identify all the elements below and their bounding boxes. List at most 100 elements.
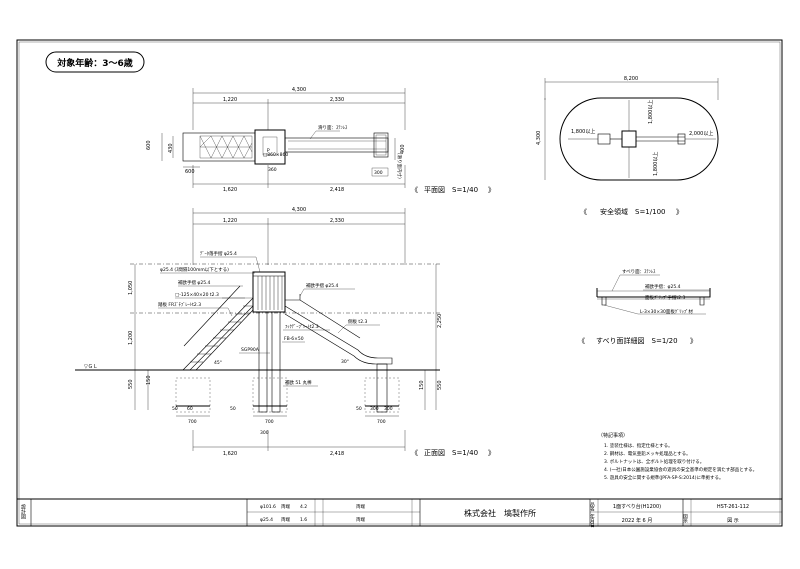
note-3: 3. ボルトナットは、全ボルト処理を取り付ける。 (604, 458, 704, 465)
front-dim-r-a: 2,250 (437, 314, 443, 328)
svg-text:《: 《 (411, 449, 418, 457)
spec-r2-a: φ25.4 (260, 517, 273, 523)
foot-dim-w3: 700 (377, 419, 386, 425)
notes-heading: （特記事項） (598, 432, 628, 439)
plan-slide-face: 滑り面：ｽﾃﾝﾚｽ (318, 124, 348, 131)
note-4: 4. (一社)日本公園施設業協会の遊具の安全基準の規定を満たす部品とする。 (604, 466, 757, 473)
plan-dim-e: 300 (374, 170, 383, 176)
item-name: 1面すべり台(H1200) (613, 503, 661, 510)
item-label: 品名 (590, 502, 595, 512)
slide-detail-label-4: L-3×30×30面板ｸﾞﾘｯﾌﾟ材 (640, 308, 693, 315)
foot-dim-s3: 300 (384, 406, 393, 412)
svg-text:》: 》 (676, 208, 683, 216)
safety-area-title: 安全領域 S=1/100 (600, 207, 665, 216)
company-name: 株式会社 塙製作所 (464, 508, 536, 518)
plan-view: 4,300 1,220 2,330 □860×860 Ｐ 滑り面：ｽﾃﾝﾚｽ （… (146, 87, 495, 194)
slide-detail-label-3: 面板ｸﾞﾘｯﾌﾟ手摺t2.3 (645, 294, 686, 301)
foot-dim-c: 50 (230, 406, 236, 412)
safety-dim-width: 8,200 (624, 76, 638, 82)
safety-dim-right: 2,000以上 (689, 130, 713, 137)
front-label-l1: ﾃﾞｰﾀ落手摺 φ25.4 (200, 250, 237, 257)
front-label-l13: 補欧 51 丸棒 (285, 379, 312, 386)
spec-r1-c: 4.2 (300, 504, 307, 510)
front-label-l12: 30° (341, 359, 349, 365)
plan-slide-width: （滑り面内寸） (396, 150, 403, 182)
scale-value: 図 示 (727, 518, 739, 524)
safety-dim-bottom: 1,800以上 (652, 152, 659, 176)
plan-dim-left: 1,220 (223, 97, 237, 103)
svg-text:》: 》 (488, 449, 495, 457)
plan-deck-label: Ｐ (266, 148, 271, 154)
plan-dim-bottom-right: 2,418 (330, 187, 344, 193)
front-label-l6: 補欧手摺 φ25.4 (306, 282, 339, 289)
foot-dim-b: 60 (187, 406, 193, 412)
front-dim-l-a: 1,050 (128, 281, 134, 295)
front-label-l11: 45° (214, 360, 222, 366)
front-dim-total: 4,300 (292, 207, 306, 213)
front-dim-l-c: 550 (128, 379, 134, 389)
plan-view-title: 《 (411, 186, 418, 194)
title-block: 設計図 φ101.6 両端 4.2 両端 φ25.4 両端 1.6 両端 株式会… (17, 498, 782, 529)
note-5: 5. 遊具の安全に関する規準(JPFA-SP-S:2014)に準拠する。 (604, 474, 723, 481)
spec-r2-b: 両端 (281, 516, 290, 523)
drawing-number: HST-261-112 (717, 504, 749, 510)
plan-dim-b: 430 (168, 143, 174, 153)
front-dim-bottom-right: 2,418 (330, 451, 344, 457)
front-label-l2: φ25.4 (ｽ間隔100mm以下とする) (160, 266, 229, 273)
plan-view-title-text: 平面図 S=1/40 (424, 186, 478, 194)
foot-dim-w1: 700 (188, 419, 197, 425)
front-label-l5: 踏板 FRｽﾞﾁﾌﾞﾚｰﾄt2.3 (158, 301, 201, 308)
safety-dim-height: 4,300 (536, 131, 542, 145)
front-label-l8: 側板 t2.3 (348, 318, 367, 325)
front-label-l4: □-125×40×20 t2.3 (175, 292, 219, 298)
foot-dim-s2: 300 (370, 406, 379, 412)
svg-text:《: 《 (580, 208, 587, 216)
slide-detail-title: すべり面詳細図 S=1/20 (596, 336, 678, 345)
plan-dim-right: 2,330 (330, 97, 344, 103)
foot-dim-g: 50 (356, 406, 362, 412)
front-dim-r-b: 550 (437, 380, 443, 390)
front-dim-left: 1,220 (223, 218, 237, 224)
front-dim-right: 2,330 (330, 218, 344, 224)
sheet-border (16, 39, 783, 527)
front-label-l3: 補欧手摺 φ25.4 (178, 279, 211, 286)
plan-dim-c: 600 (185, 169, 195, 175)
age-badge: 対象年齢：3〜6歳 (45, 51, 145, 73)
plan-dim-f: 360 (268, 167, 277, 173)
foot-dim-w2: 700 (265, 419, 274, 425)
note-1: 1. 塗装仕様は、指定仕様とする。 (604, 442, 673, 449)
front-dim-l-b: 1,200 (128, 331, 134, 345)
plan-dim-d: 400 (400, 144, 406, 154)
slide-detail-label-1: すべり面：ｽﾃﾝﾚｽ (622, 268, 656, 275)
foot-dim-a: 50 (172, 406, 178, 412)
inner-border (18, 41, 781, 525)
age-badge-text: 対象年齢：3〜6歳 (56, 57, 133, 69)
plan-dim-bottom-left: 1,620 (223, 187, 237, 193)
front-label-l10: SGP90A (241, 347, 260, 353)
front-view-title: 正面図 S=1/40 (424, 449, 478, 457)
plan-dim-a: 600 (146, 140, 152, 150)
title-side-label: 設計図 (20, 503, 26, 520)
front-dim-l-d: 150 (146, 375, 152, 385)
scale-label: 図示 (683, 514, 688, 524)
safety-area: 8,200 4,300 1,800以上 1,800以上 2,000以上 1,80… (536, 76, 719, 216)
spec-r2-c: 1.6 (300, 517, 307, 523)
foot-dim-s1: 300 (260, 430, 269, 436)
front-dim-bottom-left: 1,620 (223, 451, 237, 457)
notes: （特記事項） 1. 塗装仕様は、指定仕様とする。 2. 鋼材は、電気亜鉛メッキ処… (598, 432, 757, 481)
front-dim-r-c: 150 (419, 380, 425, 390)
safety-dim-left: 1,800以上 (571, 128, 595, 135)
plan-dim-total: 4,300 (292, 87, 306, 93)
drawing-date: 2022 年 6 月 (622, 517, 653, 524)
svg-text:》: 》 (690, 337, 697, 345)
spec-r1-d: 両端 (356, 503, 365, 510)
spec-r1-a: φ101.6 (260, 504, 276, 510)
slide-detail: すべり面：ｽﾃﾝﾚｽ 補欧手摺：φ25.4 面板ｸﾞﾘｯﾌﾟ手摺t2.3 L-3… (578, 268, 711, 345)
spec-r1-b: 両端 (281, 503, 290, 510)
note-2: 2. 鋼材は、電気亜鉛メッキ処理品とする。 (604, 450, 691, 457)
front-view: 4,300 1,220 2,330 (75, 207, 495, 457)
slide-detail-label-2: 補欧手摺：φ25.4 (645, 283, 681, 290)
safety-dim-top: 1,800以上 (647, 100, 654, 124)
